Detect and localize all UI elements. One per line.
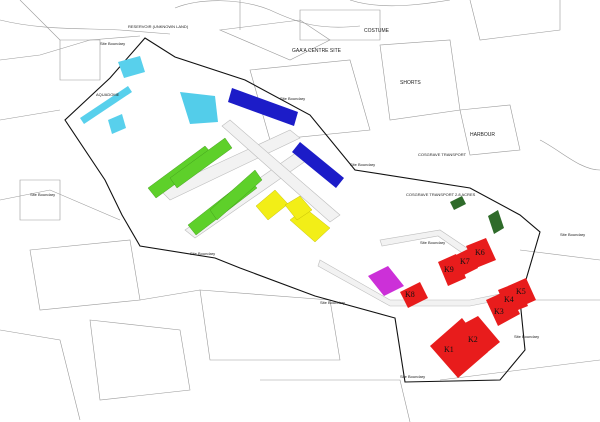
site-boundary [64, 37, 541, 383]
label-harbour: HARBOUR [470, 132, 495, 138]
plot-k5 [508, 278, 536, 308]
label-shorts: SHORTS [400, 80, 421, 86]
label-aquadome: AQUADOME [96, 92, 120, 97]
dark-green-block-1 [450, 196, 466, 210]
green-blocks [147, 137, 263, 236]
label-gaa-centre: GAA'A CENTRE SITE [292, 48, 342, 54]
boundary-labels: Site Boundary Site Boundary Site Boundar… [30, 41, 585, 379]
blue-blocks [228, 88, 344, 188]
yellow-block-3 [284, 195, 313, 221]
magenta-block [368, 266, 404, 296]
plot-k8 [400, 282, 428, 308]
plot-k9 [438, 254, 466, 286]
red-plots [400, 238, 536, 378]
plot-label-k4: K4 [504, 295, 514, 304]
plot-label-k1: K1 [444, 345, 454, 354]
boundary-label: Site Boundary [320, 300, 345, 305]
plot-label-k3: K3 [494, 307, 504, 316]
plot-label-k7: K7 [460, 257, 470, 266]
plot-labels: K1 K2 K3 K4 K5 K6 K7 K8 K9 [405, 248, 526, 354]
place-labels: RESERVOIR (UNKNOWN LAND) GAA'A CENTRE SI… [96, 24, 495, 197]
boundary-label: Site Boundary [420, 240, 445, 245]
boundary-label: Site Boundary [190, 251, 215, 256]
label-cosgrave-transport: COSGRAVE TRANSPORT [418, 152, 467, 157]
plot-label-k6: K6 [475, 248, 485, 257]
plot-label-k9: K9 [444, 265, 454, 274]
label-cosgrave-acres: COSGRAVE TRANSPORT 2.8 ACRES [406, 192, 476, 197]
boundary-label: Site Boundary [400, 374, 425, 379]
plot-label-k2: K2 [468, 335, 478, 344]
pool-small [108, 114, 126, 134]
boundary-label: Site Boundary [30, 192, 55, 197]
boundary-label: Site Boundary [560, 232, 585, 237]
plot-label-k8: K8 [405, 290, 415, 299]
plot-label-k5: K5 [516, 287, 526, 296]
pool-strip [80, 86, 132, 124]
boundary-label: Site Boundary [280, 96, 305, 101]
aqua-areas [80, 56, 218, 134]
plot-k1 [430, 318, 488, 378]
yellow-blocks [255, 189, 331, 243]
label-costume: COSTUME [364, 28, 390, 34]
green-block-4 [209, 169, 263, 221]
blue-block-north [228, 88, 298, 126]
boundary-label: Site Boundary [100, 41, 125, 46]
blue-block-east [292, 142, 344, 188]
yellow-block-1 [255, 189, 289, 221]
plot-k2 [452, 316, 500, 360]
dark-green-blocks [450, 196, 504, 234]
dark-green-block-2 [488, 210, 504, 234]
boundary-label: Site Boundary [350, 162, 375, 167]
green-block-2 [169, 137, 233, 189]
pool-block [118, 56, 145, 78]
label-road-north: RESERVOIR (UNKNOWN LAND) [128, 24, 189, 29]
boundary-label: Site Boundary [514, 334, 539, 339]
aquadome-block [180, 92, 218, 124]
